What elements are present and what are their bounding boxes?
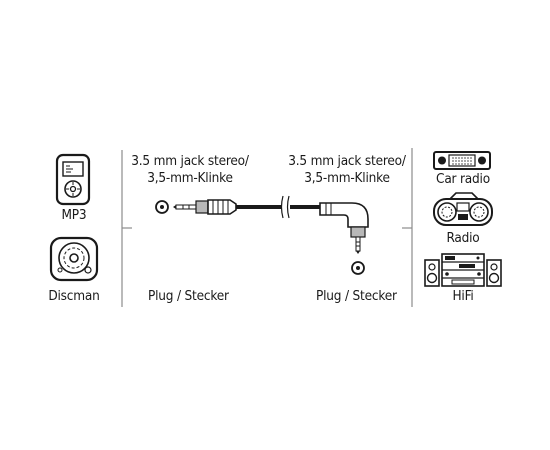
discman-label: Discman bbox=[48, 288, 100, 304]
left-plug-spec-line1: 3.5 mm jack stereo/ bbox=[131, 153, 249, 169]
cable bbox=[236, 194, 320, 220]
hifi-system-icon bbox=[424, 253, 502, 287]
car-radio-icon bbox=[433, 151, 491, 170]
right-plug-spec-line2: 3,5-mm-Klinke bbox=[304, 170, 390, 186]
mp3-player-icon bbox=[55, 153, 91, 206]
right-bracket bbox=[402, 148, 413, 307]
hifi-label: HiFi bbox=[452, 288, 474, 304]
right-plug-spec-line1: 3.5 mm jack stereo/ bbox=[288, 153, 406, 169]
left-plug-spec-line2: 3,5-mm-Klinke bbox=[147, 170, 233, 186]
discman-icon bbox=[49, 236, 99, 282]
straight-jack-plug bbox=[173, 199, 237, 215]
mp3-label: MP3 bbox=[61, 207, 87, 223]
right-plug-type-label: Plug / Stecker bbox=[316, 288, 397, 304]
socket-icon-left bbox=[155, 200, 169, 214]
radio-label: Radio bbox=[446, 230, 480, 246]
car-radio-label: Car radio bbox=[436, 171, 490, 187]
left-bracket bbox=[121, 150, 132, 307]
socket-icon-right bbox=[351, 261, 365, 275]
boombox-icon bbox=[433, 192, 493, 226]
angled-jack-plug bbox=[319, 202, 369, 254]
left-plug-type-label: Plug / Stecker bbox=[148, 288, 229, 304]
